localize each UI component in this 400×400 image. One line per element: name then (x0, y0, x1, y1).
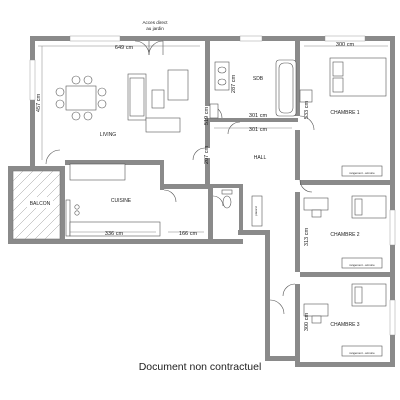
wall-ch1-ch2 (300, 180, 395, 185)
door-kitchen (163, 189, 177, 203)
door-chambre3 (282, 283, 296, 297)
wall-kitchen-top (65, 160, 160, 165)
dim-living-width: 649 cm (115, 45, 134, 51)
kitchen-counter (69, 221, 161, 237)
armchair (167, 69, 189, 101)
dim-hall-depth: 207 cm (204, 145, 210, 164)
wc-storage (221, 189, 263, 227)
room-label-chambre2: CHAMBRE 2 (330, 232, 359, 238)
garden-access-line1: Acces direct (142, 20, 168, 25)
dim-hall-width-top: 301 cm (249, 113, 268, 119)
door-sdb (227, 121, 241, 135)
door-wc (212, 195, 224, 207)
window-ch1 (324, 35, 366, 42)
dim-left-wing-depth: 519 cm (204, 106, 210, 125)
room-label-balcon: BALCON (30, 201, 51, 207)
window-sdb (239, 35, 263, 42)
wall-hall-left (205, 158, 210, 188)
wardrobe-label-ch2: rangement - armoire (349, 263, 375, 267)
dim-storage-width: 166 cm (179, 231, 198, 237)
desk-ch2 (303, 197, 329, 211)
wall-living-hall (205, 118, 210, 148)
wall-storage-right (208, 184, 213, 244)
dim-chambre2-depth: 313 cm (304, 227, 310, 246)
wall-ch2-left (295, 192, 300, 272)
dimension-lines (38, 45, 388, 233)
door-balcon (45, 149, 61, 165)
door-chambre2 (299, 179, 313, 193)
dim-chambre1-width: 300 cm (336, 42, 355, 48)
door-entrance (269, 299, 285, 315)
room-label-living: LIVING (100, 132, 117, 138)
windows (29, 35, 396, 336)
dim-sdb-depth: 287 cm (231, 74, 237, 93)
wall-storage-top (160, 184, 210, 189)
wall-ch1-left-top (295, 36, 300, 116)
window-living-left (29, 59, 36, 101)
vanity (214, 61, 230, 91)
wall-wc-top (213, 184, 240, 188)
window-ch3 (389, 299, 396, 336)
sdb-furniture (209, 59, 297, 119)
dim-chambre1-depth: 533 cm (304, 100, 310, 119)
living-furniture (55, 69, 189, 237)
kitchen-island (69, 163, 126, 181)
window-ch2 (389, 209, 396, 246)
wall-ch2-ch3 (300, 272, 395, 277)
door-garden-right (148, 40, 164, 56)
wall-bottom (8, 239, 243, 244)
wall-corridor-bottom (265, 356, 295, 361)
sofa-chaise (145, 117, 181, 133)
doors (45, 40, 315, 315)
door-garden-left (134, 40, 150, 56)
wardrobe-ch3 (341, 345, 383, 357)
dim-hall-width-bottom: 301 cm (249, 127, 268, 133)
bedroom-furniture (299, 57, 387, 357)
wall-hall-bottom (238, 230, 268, 235)
wall-left-living (30, 36, 35, 166)
room-label-sdb: SDB (253, 76, 264, 82)
dining-table (65, 85, 97, 111)
room-label-chambre3: CHAMBRE 3 (330, 322, 359, 328)
wardrobe-ch1 (341, 165, 383, 177)
wardrobe-label-ch1: rangement - armoire (349, 171, 375, 175)
wall-balcon-left (8, 166, 13, 243)
wall-ch1-left-bottom (295, 130, 300, 180)
storage-closet (251, 195, 263, 227)
room-label-hall: HALL (254, 155, 267, 161)
dim-cuisine-width: 336 cm (105, 231, 124, 237)
dim-chambre3-depth: 300 cm (304, 312, 310, 331)
footer-disclaimer: Document non contractuel (139, 361, 262, 373)
door-hall-left (192, 147, 206, 161)
balcony (12, 170, 61, 240)
room-label-chambre1: CHAMBRE 1 (330, 110, 359, 116)
dim-living-depth: 457 cm (36, 93, 42, 112)
room-label-cuisine: CUISINE (111, 198, 132, 204)
wall-right (390, 36, 395, 366)
wall-kitchen-right (160, 160, 164, 190)
door-chambre1 (299, 115, 315, 131)
wall-corridor-left (265, 230, 270, 360)
wall-wc-right (239, 184, 243, 234)
wardrobe-ch2 (341, 257, 383, 269)
wall-balcon-top (8, 166, 65, 171)
toilet (222, 195, 232, 209)
garden-access-line2: au jardin (146, 26, 164, 31)
wardrobe-label-ch3: rangement - armoire (349, 351, 375, 355)
window-living-top (69, 35, 121, 42)
storage-closet-label: placard (254, 206, 258, 216)
wall-balcon-right (60, 166, 65, 244)
wall-sdb-bottom (210, 118, 298, 122)
wall-ch3-bottom (295, 362, 395, 367)
wall-living-sdb (205, 36, 210, 106)
wall-ch3-left (295, 284, 300, 364)
coffee-table (151, 89, 165, 109)
